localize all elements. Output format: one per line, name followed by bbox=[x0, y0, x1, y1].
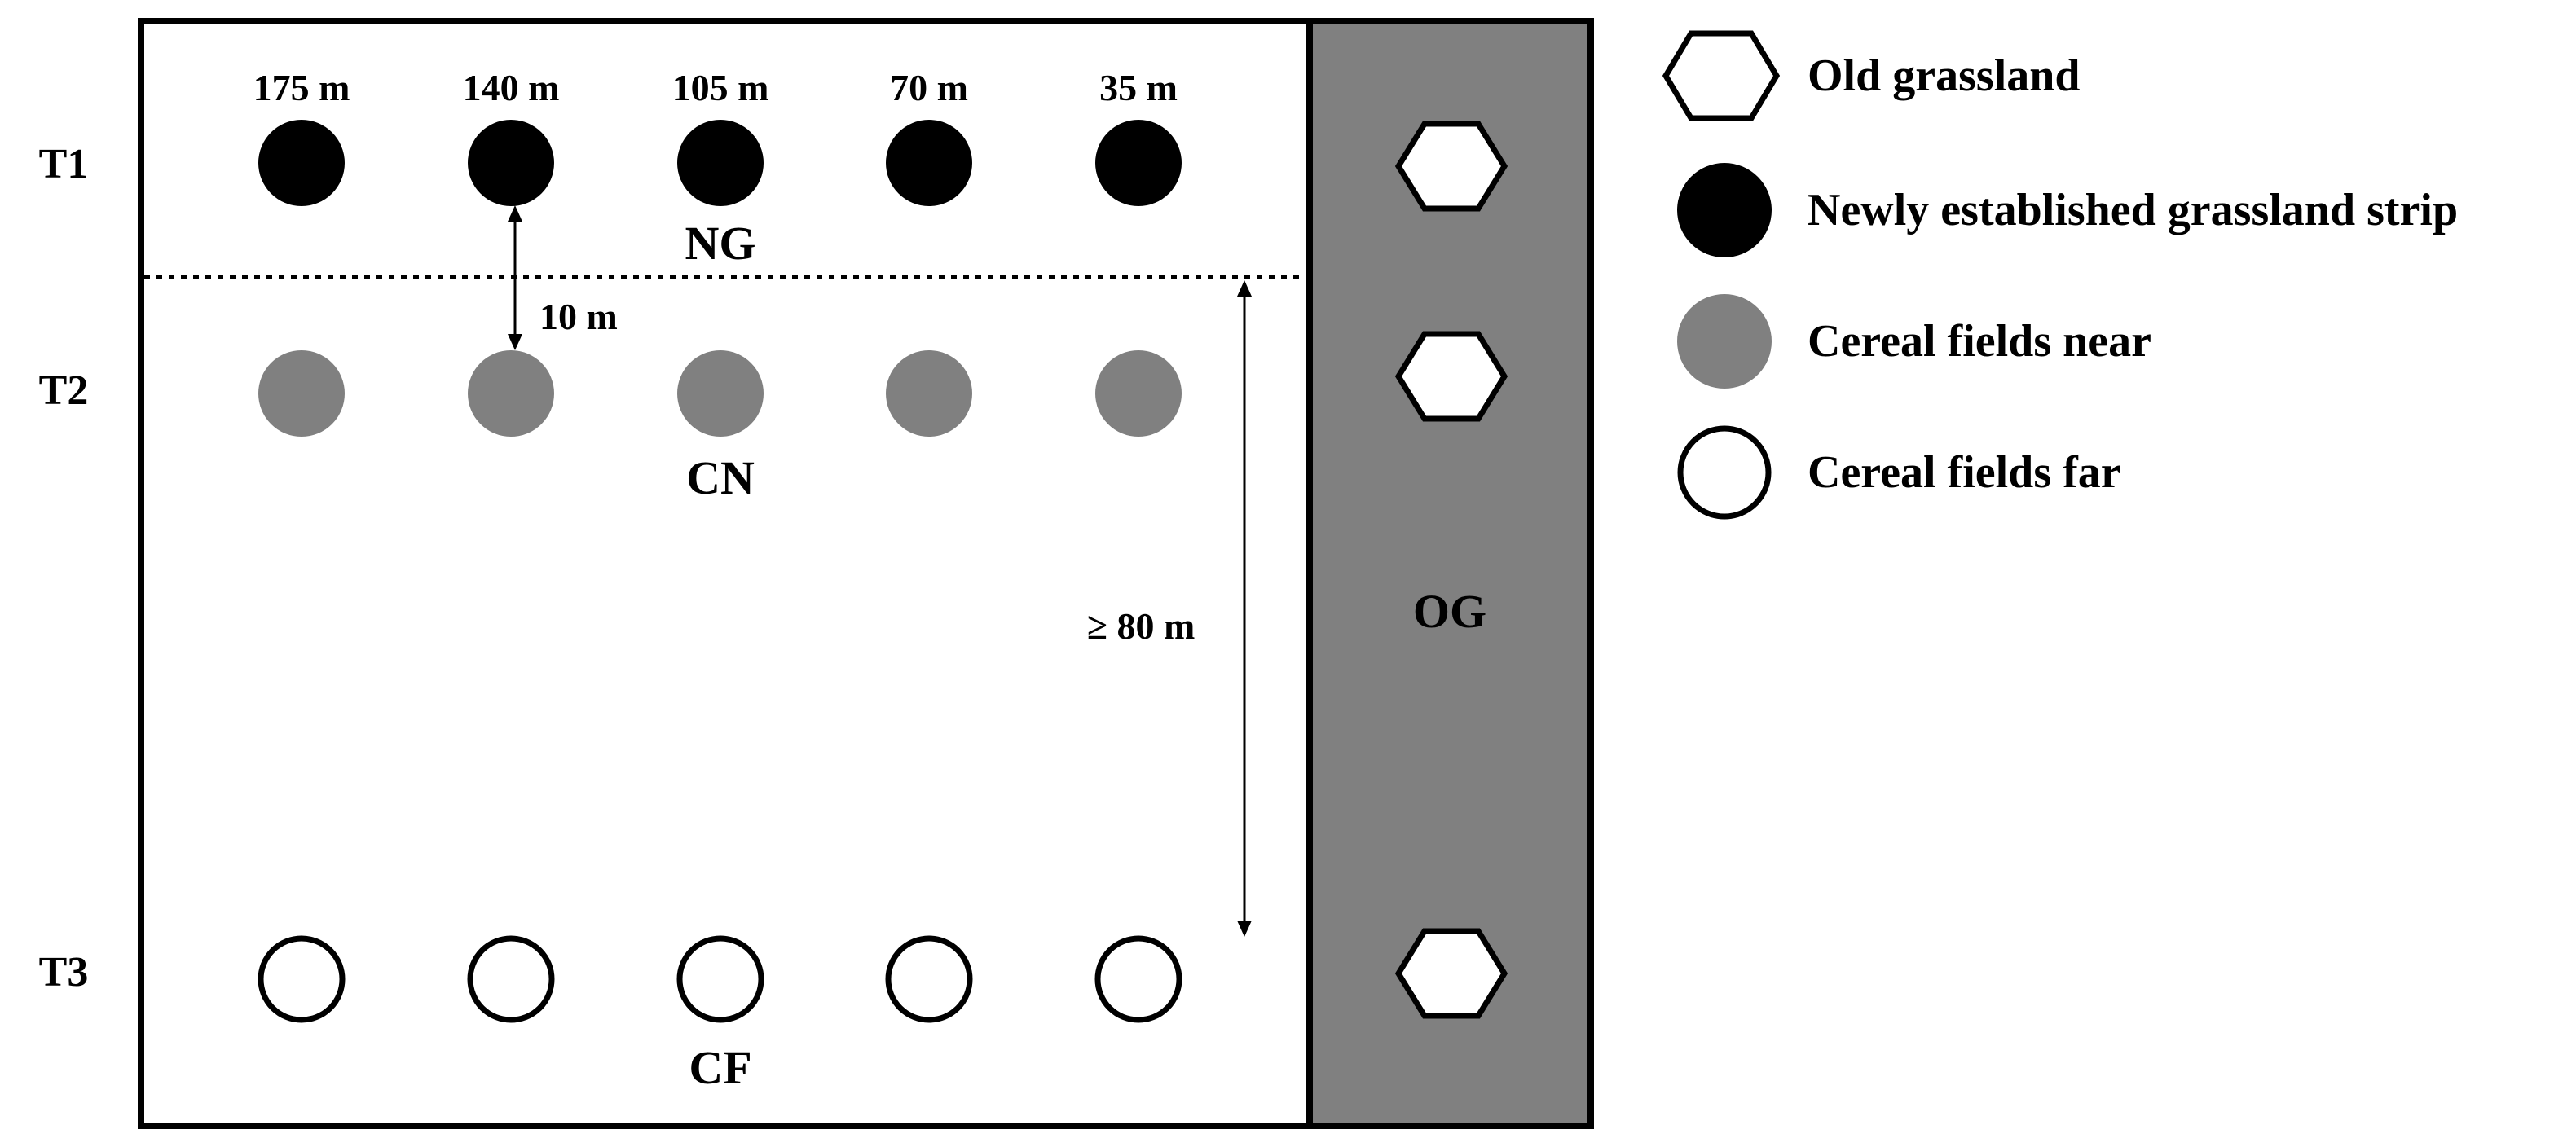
spacing-label: 10 m bbox=[539, 296, 618, 337]
og-plots bbox=[1394, 121, 1508, 1019]
legend-label-cereal-far: Cereal fields far bbox=[1808, 447, 2121, 498]
t3-plots bbox=[258, 935, 1182, 1023]
zone-label-og: OG bbox=[1413, 585, 1486, 638]
zone-label-cn: CN bbox=[686, 451, 755, 504]
t2-plot-140 bbox=[468, 350, 554, 437]
row-label-t3: T3 bbox=[39, 949, 89, 995]
distance-label-140: 140 m bbox=[463, 67, 560, 108]
t2-plots bbox=[258, 350, 1182, 437]
distance-label-35: 35 m bbox=[1099, 67, 1178, 108]
t1-plots bbox=[258, 120, 1182, 206]
legend-label-old-grassland: Old grassland bbox=[1808, 51, 2081, 101]
zone-label-cf: CF bbox=[689, 1041, 751, 1094]
t2-plot-175 bbox=[258, 350, 345, 437]
min-distance-label: ≥ 80 m bbox=[1087, 605, 1196, 647]
t2-plot-70 bbox=[886, 350, 972, 437]
distance-label-70: 70 m bbox=[890, 67, 968, 108]
row-label-t2: T2 bbox=[39, 367, 89, 414]
og-plot-t2-hexagon-icon bbox=[1394, 331, 1508, 422]
legend-gray-circle-icon bbox=[1677, 294, 1772, 389]
t1-plot-140 bbox=[468, 120, 554, 206]
og-plot-t3-hexagon-icon bbox=[1394, 928, 1508, 1019]
t2-plot-35 bbox=[1095, 350, 1182, 437]
spacing-arrow bbox=[508, 205, 522, 350]
legend-hexagon-icon bbox=[1662, 30, 1781, 121]
legend-white-circle-icon bbox=[1677, 425, 1772, 520]
og-plot-t1-hexagon-icon bbox=[1394, 121, 1508, 212]
legend: Old grassland Newly established grasslan… bbox=[1662, 30, 2458, 520]
t3-plot-175 bbox=[258, 935, 346, 1023]
t1-plot-175 bbox=[258, 120, 345, 206]
legend-black-circle-icon bbox=[1677, 163, 1772, 257]
t3-plot-140 bbox=[467, 935, 555, 1023]
t1-plot-70 bbox=[886, 120, 972, 206]
zone-label-ng: NG bbox=[685, 217, 756, 270]
t2-plot-105 bbox=[677, 350, 764, 437]
legend-label-newly-established: Newly established grassland strip bbox=[1808, 185, 2458, 235]
t3-plot-35 bbox=[1094, 935, 1182, 1023]
distance-label-105: 105 m bbox=[672, 67, 769, 108]
t3-plot-70 bbox=[885, 935, 973, 1023]
t1-plot-35 bbox=[1095, 120, 1182, 206]
min-distance-arrow bbox=[1237, 280, 1252, 937]
legend-label-cereal-near: Cereal fields near bbox=[1808, 316, 2151, 367]
t3-plot-105 bbox=[676, 935, 764, 1023]
row-label-t1: T1 bbox=[39, 141, 89, 187]
t1-plot-105 bbox=[677, 120, 764, 206]
distance-label-175: 175 m bbox=[253, 67, 350, 108]
